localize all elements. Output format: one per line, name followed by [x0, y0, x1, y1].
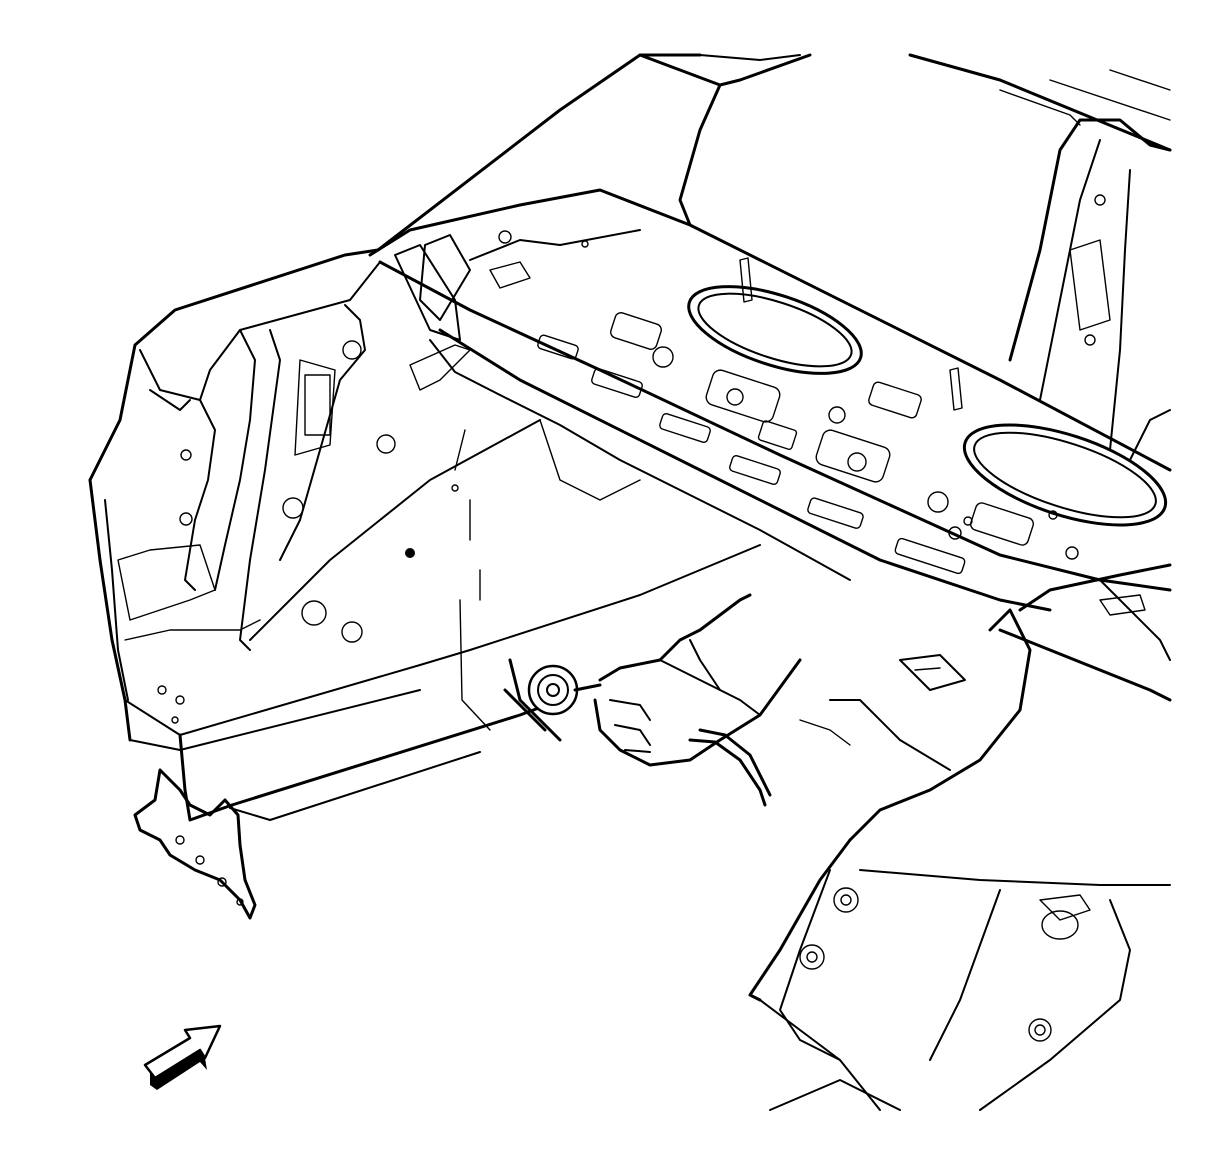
- rear-bumper-bracket: [133, 768, 257, 920]
- sealer-application-tool: [503, 593, 802, 807]
- right-rear-wheelhouse: [748, 563, 1172, 1111]
- left-quarter-panel: [88, 53, 702, 742]
- rear-compartment-floor: [124, 419, 761, 822]
- rear-door-opening: [638, 53, 1172, 461]
- rear-window-panel-shelf: [368, 188, 1172, 612]
- front-direction-arrow-icon: [143, 1024, 222, 1090]
